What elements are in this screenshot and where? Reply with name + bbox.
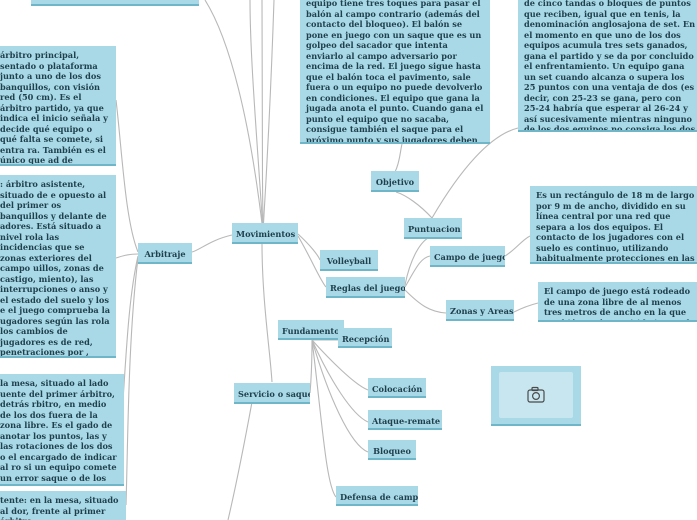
node-zonas-text[interactable]: El campo de juego está rodeado de una zo…	[538, 282, 697, 322]
link-fund-defensa	[311, 339, 337, 498]
puntuacion-label: Puntuacion	[408, 224, 461, 234]
node-objetivo-text[interactable]: equipo tiene tres toques para pasar el b…	[300, 0, 490, 144]
recepcion-label: Recepción	[342, 334, 390, 344]
node-servicio-o-saque[interactable]: Servicio o saque	[234, 383, 310, 404]
link-movimientos-up-2	[261, 0, 264, 233]
node-bloqueo[interactable]: Bloqueo	[368, 440, 416, 460]
node-asistente-anotador[interactable]: tente: en la mesa, situado al dor, frent…	[0, 491, 126, 520]
node-campo-text[interactable]: Es un rectángulo de 18 m de largo por 9 …	[530, 186, 697, 264]
link-movimientos-arbitraje	[191, 234, 233, 253]
reglas-label: Reglas del juego	[330, 283, 405, 293]
objetivo-text: equipo tiene tres toques para pasar el b…	[306, 0, 484, 144]
zonas-label: Zonas y Areas	[450, 306, 514, 316]
colocacion-label: Colocación	[372, 384, 423, 394]
node-fundamentos[interactable]: Fundamentos	[278, 320, 344, 340]
node-arbitro-principal[interactable]: árbitro principal, sentado o plataforma …	[0, 46, 116, 166]
campo-label: Campo de juego	[434, 252, 505, 262]
node-arbitraje[interactable]: Arbitraje	[138, 243, 192, 264]
ataque-label: Ataque-remate	[372, 416, 441, 426]
link-movimientos-volleyball	[297, 233, 321, 261]
arbitraje-label: Arbitraje	[144, 249, 186, 259]
node-recepcion[interactable]: Recepción	[338, 328, 392, 348]
arbitro-asistente-text: : árbitro asistente, situado de e opuest…	[0, 179, 110, 357]
link-reglas-zonas	[404, 289, 447, 314]
link-objetivo-text	[394, 143, 403, 173]
campo-text: Es un rectángulo de 18 m de largo por 9 …	[536, 190, 695, 263]
link-arbitraje-principal	[115, 99, 139, 253]
node-anotador[interactable]: la mesa, situado al lado uente del prime…	[0, 374, 124, 486]
camera-icon	[527, 386, 545, 403]
link-movimientos-up-1	[249, 0, 264, 233]
link-movimientos-servicio	[261, 242, 273, 383]
objetivo-label: Objetivo	[375, 177, 415, 187]
node-puntuacion-text[interactable]: de cinco tandas o bloques de puntos que …	[518, 0, 697, 132]
link-movimientos-up-3	[262, 0, 275, 233]
node-volleyball[interactable]: Volleyball	[320, 250, 378, 271]
asistente-anotador-text: tente: en la mesa, situado al dor, frent…	[0, 495, 119, 520]
zonas-text: El campo de juego está rodeado de una zo…	[544, 286, 691, 320]
image-node[interactable]	[491, 366, 581, 426]
link-puntuacion-text	[431, 127, 519, 219]
link-movimientos-top	[204, 0, 264, 233]
movimientos-label: Movimientos	[236, 229, 296, 239]
link-fund-colocacion	[311, 339, 369, 391]
node-objetivo[interactable]: Objetivo	[371, 171, 419, 192]
link-puntuacion-objetivo	[395, 191, 433, 219]
link-fund-bloqueo	[311, 339, 369, 453]
link-fund-ataque	[311, 339, 369, 423]
node-defensa-de-campo[interactable]: Defensa de campo	[336, 486, 418, 506]
link-campo-text	[504, 235, 531, 257]
node-colocacion[interactable]: Colocación	[368, 378, 426, 398]
puntuacion-text: de cinco tandas o bloques de puntos que …	[524, 0, 696, 132]
volleyball-label: Volleyball	[326, 256, 372, 266]
node-arbitro-asistente[interactable]: : árbitro asistente, situado de e opuest…	[0, 175, 116, 358]
node-movimientos[interactable]: Movimientos	[232, 223, 298, 244]
link-servicio-fundamentos	[309, 339, 313, 394]
link-arbitraje-asistente	[115, 253, 139, 259]
bloqueo-label: Bloqueo	[373, 446, 411, 456]
node-campo-de-juego[interactable]: Campo de juego	[430, 246, 505, 267]
link-zonas-text	[513, 302, 539, 313]
link-servicio-down	[227, 401, 253, 520]
image-placeholder	[499, 372, 573, 418]
link-reglas-campo	[404, 255, 431, 288]
link-movimientos-reglas	[297, 235, 327, 288]
servicio-label: Servicio o saque	[238, 389, 310, 399]
fundamentos-label: Fundamentos	[282, 326, 344, 336]
node-reglas-del-juego[interactable]: Reglas del juego	[326, 277, 405, 298]
defensa-label: Defensa de campo	[340, 492, 418, 502]
arbitro-principal-text: árbitro principal, sentado o plataforma …	[0, 50, 108, 165]
link-arbitraje-asist-anot	[125, 257, 139, 506]
anotador-text: la mesa, situado al lado uente del prime…	[0, 378, 117, 484]
node-zonas-y-areas[interactable]: Zonas y Areas	[446, 300, 514, 321]
link-reglas-puntuacion	[404, 235, 433, 286]
node-top-partial[interactable]	[31, 0, 199, 6]
node-puntuacion[interactable]: Puntuacion	[404, 218, 462, 239]
node-ataque-remate[interactable]: Ataque-remate	[368, 410, 442, 430]
